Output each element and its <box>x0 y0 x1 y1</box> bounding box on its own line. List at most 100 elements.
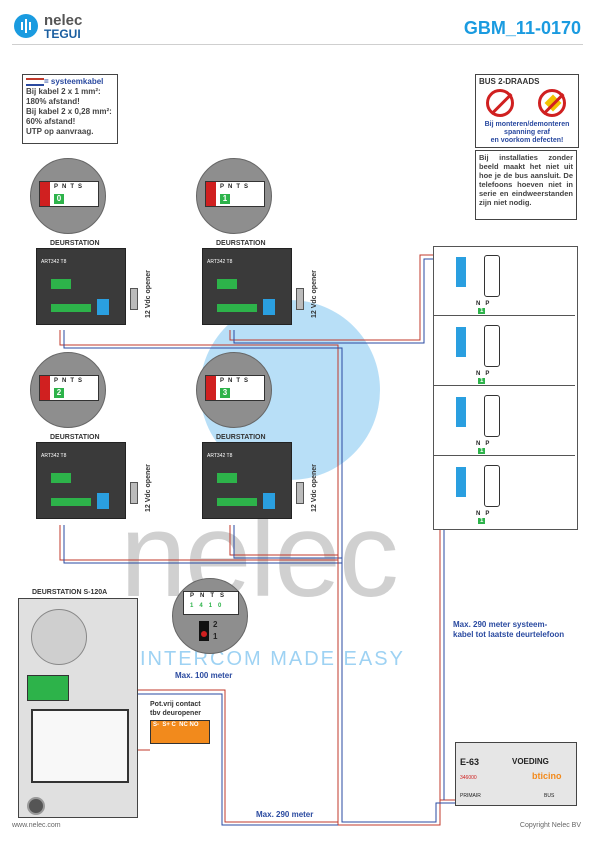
handset-icon <box>484 325 500 367</box>
camera-lens <box>27 797 45 815</box>
s120-title: DEURSTATION S-120A <box>32 589 108 596</box>
legend-line-2: Bij kabel 2 x 1 mm²: <box>26 87 101 96</box>
warning-title: BUS 2-DRAADS <box>479 77 540 86</box>
terminal-strip <box>217 498 257 506</box>
phone-unit-4: N P 1 <box>434 457 575 527</box>
connector-blue <box>97 299 109 315</box>
dip-switch <box>51 279 71 289</box>
legend-line-1: = systeemkabel <box>26 77 114 87</box>
footer-copyright: Copyright Nelec BV <box>519 822 581 829</box>
distance-max100: Max. 100 meter <box>175 671 233 680</box>
opener-label: 12 Vdc opener <box>311 270 318 318</box>
info-box: Bij installaties zonder beeld maakt het … <box>475 150 577 220</box>
address-zoom-circle: PNTS 1 <box>196 158 272 234</box>
s120-switch <box>199 621 209 641</box>
address-terminal-block: PNTS 3 <box>205 375 265 401</box>
s120-terminal-block <box>27 675 69 701</box>
connector-blue <box>263 493 275 509</box>
door-opener <box>130 288 138 310</box>
warning-box: BUS 2-DRAADS Bij monteren/demonteren spa… <box>475 74 579 148</box>
phone-terminal <box>456 257 466 287</box>
station-panel: ART342 T8 <box>36 442 126 519</box>
door-station-1: PNTS 0 DEURSTATION ART342 T8 12 Vdc open… <box>30 158 160 328</box>
ps-brand: bticino <box>532 771 562 781</box>
phone-terminal <box>456 327 466 357</box>
station-panel: ART342 T8 <box>202 248 292 325</box>
legend-line-6: UTP op aanvraag. <box>26 127 94 136</box>
speaker-grille <box>31 609 87 665</box>
phone-np: N P <box>476 371 490 377</box>
phone-column: N P 1 N P 1 N P 1 N P 1 <box>433 246 578 530</box>
handset-icon <box>484 465 500 507</box>
cable-swatch <box>26 77 44 86</box>
station-model: ART342 T8 <box>207 259 233 265</box>
door-station-4: PNTS 3 DEURSTATION ART342 T8 12 Vdc open… <box>196 352 326 522</box>
contact-title: Pot.vrij contact tbv deuropener <box>150 701 201 717</box>
warning-text: Bij monteren/demonteren spanning eraf en… <box>484 121 570 144</box>
handset-icon <box>484 395 500 437</box>
s120-display <box>31 709 129 783</box>
dip-switch <box>217 279 237 289</box>
phone-unit-1: N P 1 <box>434 247 575 316</box>
s120-panel <box>18 598 138 818</box>
dip-switch <box>51 473 71 483</box>
phone-np: N P <box>476 511 490 517</box>
phone-np: N P <box>476 301 490 307</box>
door-opener <box>130 482 138 504</box>
station-model: ART342 T8 <box>41 259 67 265</box>
brand-logo: nelec TEGUI <box>14 12 114 42</box>
phone-np: N P <box>476 441 490 447</box>
logo-icon <box>14 14 38 38</box>
address-zoom-circle: PNTS 0 <box>30 158 106 234</box>
ps-primair: PRIMAIR <box>460 793 481 799</box>
s120-switch-values: 2 1 <box>213 620 218 641</box>
brand-name: nelec <box>44 12 83 29</box>
contact-terminal-block: S- S+ C NC NO <box>150 720 210 744</box>
header-divider <box>12 44 583 45</box>
opener-label: 12 Vdc opener <box>311 464 318 512</box>
brand-sub: TEGUI <box>44 27 81 41</box>
no-plug-icon <box>486 89 514 117</box>
door-opener <box>296 482 304 504</box>
address-terminal-block: PNTS 0 <box>39 181 99 207</box>
contact-terminal-labels: S- S+ C NC NO <box>153 722 199 728</box>
station-panel: ART342 T8 <box>36 248 126 325</box>
terminal-strip <box>217 304 257 312</box>
phone-value: 1 <box>478 378 486 384</box>
s120-dial-values: 1410 <box>190 603 228 609</box>
door-opener <box>296 288 304 310</box>
terminal-labels: PNTS <box>54 378 87 384</box>
phone-unit-3: N P 1 <box>434 387 575 456</box>
phone-terminal <box>456 467 466 497</box>
legend-box: = systeemkabel Bij kabel 2 x 1 mm²: 180%… <box>22 74 118 144</box>
terminal-strip <box>51 498 91 506</box>
station-model: ART342 T8 <box>41 453 67 459</box>
dip-switch <box>217 473 237 483</box>
address-terminal-block: PNTS 2 <box>39 375 99 401</box>
opener-label: 12 Vdc opener <box>145 464 152 512</box>
phone-value: 1 <box>478 448 486 454</box>
footer-url: www.nelec.com <box>12 822 61 829</box>
ps-label: VOEDING <box>512 757 549 766</box>
s120-dial-labels: PNTS <box>190 593 231 599</box>
address-terminal-block: PNTS 1 <box>205 181 265 207</box>
station-panel: ART342 T8 <box>202 442 292 519</box>
distance-max290-system: Max. 290 meter systeem- kabel tot laatst… <box>453 620 565 639</box>
terminal-labels: PNTS <box>54 184 87 190</box>
phone-terminal <box>456 397 466 427</box>
legend-line-3: 180% afstand! <box>26 97 80 106</box>
s120-address-block: PNTS 1410 <box>183 591 239 615</box>
address-value: 0 <box>54 194 64 204</box>
phone-value: 1 <box>478 308 486 314</box>
address-value: 1 <box>220 194 230 204</box>
station-model: ART342 T8 <box>207 453 233 459</box>
station-title: DEURSTATION <box>50 434 100 441</box>
door-station-3: PNTS 2 DEURSTATION ART342 T8 12 Vdc open… <box>30 352 160 522</box>
phone-value: 1 <box>478 518 486 524</box>
s120-zoom-circle: PNTS 1410 2 1 <box>172 578 248 654</box>
address-zoom-circle: PNTS 2 <box>30 352 106 428</box>
distance-max290: Max. 290 meter <box>256 810 314 819</box>
address-value: 2 <box>54 388 64 398</box>
ps-code: 346000 <box>460 775 477 781</box>
address-zoom-circle: PNTS 3 <box>196 352 272 428</box>
